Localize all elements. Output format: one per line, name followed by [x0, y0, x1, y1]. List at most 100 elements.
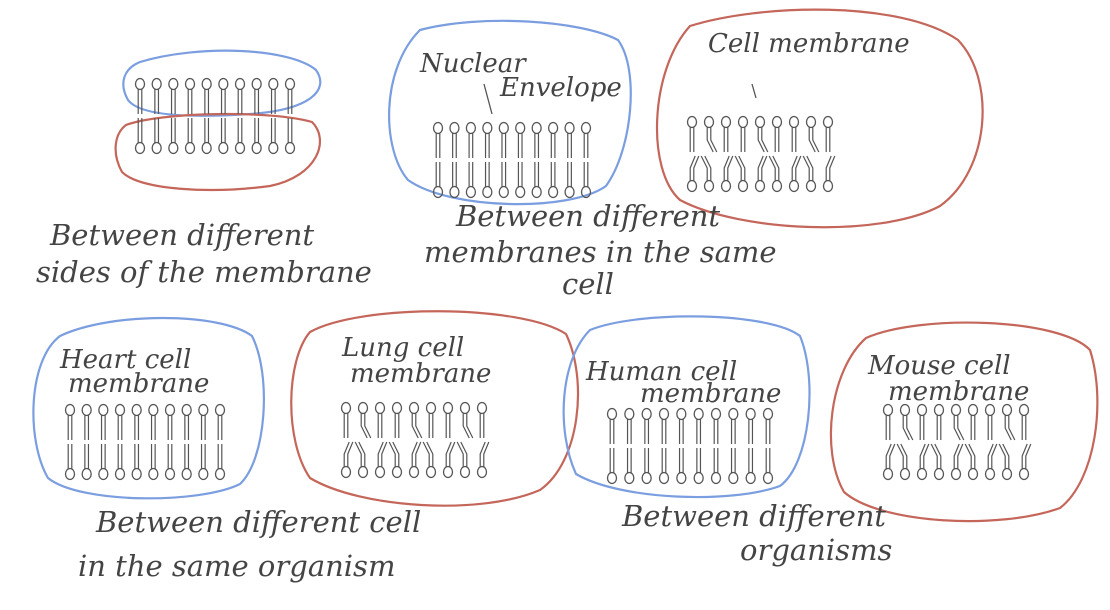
caption-membranes-line2: membranes in the same: [424, 235, 777, 269]
lipid-tail: [347, 441, 354, 467]
lipid-tail: [757, 127, 765, 153]
lipid-tail: [354, 441, 362, 467]
lipid-head: [198, 403, 209, 417]
lipid-tail: [422, 441, 430, 467]
lipid-head: [720, 179, 732, 193]
caption-sides-line2: sides of the membrane: [36, 255, 372, 289]
heart-cell-outline: [32, 316, 265, 500]
lipid-tail: [802, 155, 810, 181]
lipid-head: [268, 77, 279, 91]
lipid-head: [134, 77, 146, 91]
lipid-head: [822, 179, 834, 193]
lipid-head: [148, 403, 159, 417]
bilayer-lung: [340, 401, 490, 479]
human-cell-outline: [562, 315, 811, 499]
lipid-head: [432, 121, 444, 135]
lipid-head: [218, 141, 229, 155]
lipid-head: [465, 121, 477, 135]
lipid-head: [476, 401, 488, 415]
lipid-head: [482, 185, 493, 199]
lipid-head: [181, 467, 192, 481]
lipid-head: [98, 467, 109, 481]
lipid-tail: [902, 415, 910, 441]
lipid-head: [967, 403, 979, 417]
lipid-head: [432, 185, 444, 199]
lipid-head: [340, 465, 352, 479]
lipid-head: [498, 185, 509, 199]
lipid-tail: [923, 443, 930, 469]
lipid-head: [933, 403, 945, 417]
lipid-head: [745, 407, 756, 421]
lipid-head: [693, 407, 704, 421]
lipid-tail: [953, 443, 960, 469]
lipid-tail: [808, 127, 816, 153]
bilayer-sides: [134, 77, 296, 155]
lipid-head: [374, 401, 386, 415]
lipid-head: [168, 77, 179, 91]
lipid-head: [950, 467, 962, 481]
lipid-head: [933, 467, 945, 481]
lipid-tail: [456, 441, 464, 467]
label-lung-line1: Lung cell: [341, 333, 464, 363]
lipid-tail: [710, 127, 718, 153]
lipid-tail: [885, 443, 892, 469]
lipid-head: [81, 403, 92, 417]
lipid-tail: [930, 443, 938, 469]
lipid-head: [1001, 467, 1013, 481]
lipid-head: [762, 471, 774, 485]
label-mouse-line1: Mouse cell: [867, 351, 1011, 381]
lipid-tail: [426, 441, 434, 467]
lipid-head: [686, 179, 698, 193]
lipid-tail: [812, 127, 820, 153]
lipid-tail: [829, 155, 836, 181]
lipid-head: [408, 401, 420, 415]
lipid-head: [425, 401, 437, 415]
lipid-head: [686, 115, 698, 129]
lipid-tail: [900, 443, 908, 469]
lipid-tail: [377, 441, 384, 467]
nuclear-envelope-outline: [388, 19, 632, 206]
bilayer-human: [606, 407, 774, 485]
lipid-head: [771, 179, 783, 193]
bilayer-mouse: [882, 403, 1032, 481]
lipid-tail: [768, 155, 776, 181]
lipid-tail: [415, 441, 422, 467]
lipid-head: [168, 141, 179, 155]
lipid-tail: [693, 155, 700, 181]
lipid-head: [805, 179, 817, 193]
lipid-head: [214, 467, 226, 481]
label-heart-line2: membrane: [68, 369, 209, 399]
lipid-head: [459, 401, 471, 415]
lipid-head: [515, 185, 526, 199]
lipid-head: [658, 407, 670, 421]
lipid-tail: [1008, 415, 1016, 441]
lipid-tail: [791, 155, 798, 181]
label-mouse-line2: membrane: [888, 377, 1029, 407]
lipid-head: [498, 121, 509, 135]
pointer-cell: [751, 83, 757, 99]
lipid-tail: [934, 443, 942, 469]
lipid-head: [1001, 403, 1013, 417]
lipid-head: [899, 403, 911, 417]
lipid-head: [184, 77, 196, 91]
lipid-tail: [761, 127, 769, 153]
lipid-tail: [706, 127, 714, 153]
lipid-head: [425, 465, 437, 479]
lipid-head: [164, 403, 176, 417]
lipid-head: [564, 185, 575, 199]
lipid-head: [465, 185, 477, 199]
lipid-tail: [388, 441, 396, 467]
lipid-head: [805, 115, 817, 129]
lipid-head: [658, 471, 670, 485]
lipid-head: [703, 115, 715, 129]
lipid-head: [606, 407, 618, 421]
label-lung-line2: membrane: [350, 359, 491, 389]
mouse-cell-outline: [829, 321, 1099, 523]
lipid-head: [198, 467, 209, 481]
lipid-head: [131, 467, 142, 481]
lipid-tail: [957, 443, 964, 469]
lipid-head: [762, 407, 774, 421]
group-membrane-sides: Between different sides of the membrane: [36, 49, 372, 289]
lipid-head: [547, 121, 559, 135]
lipid-head: [374, 465, 386, 479]
